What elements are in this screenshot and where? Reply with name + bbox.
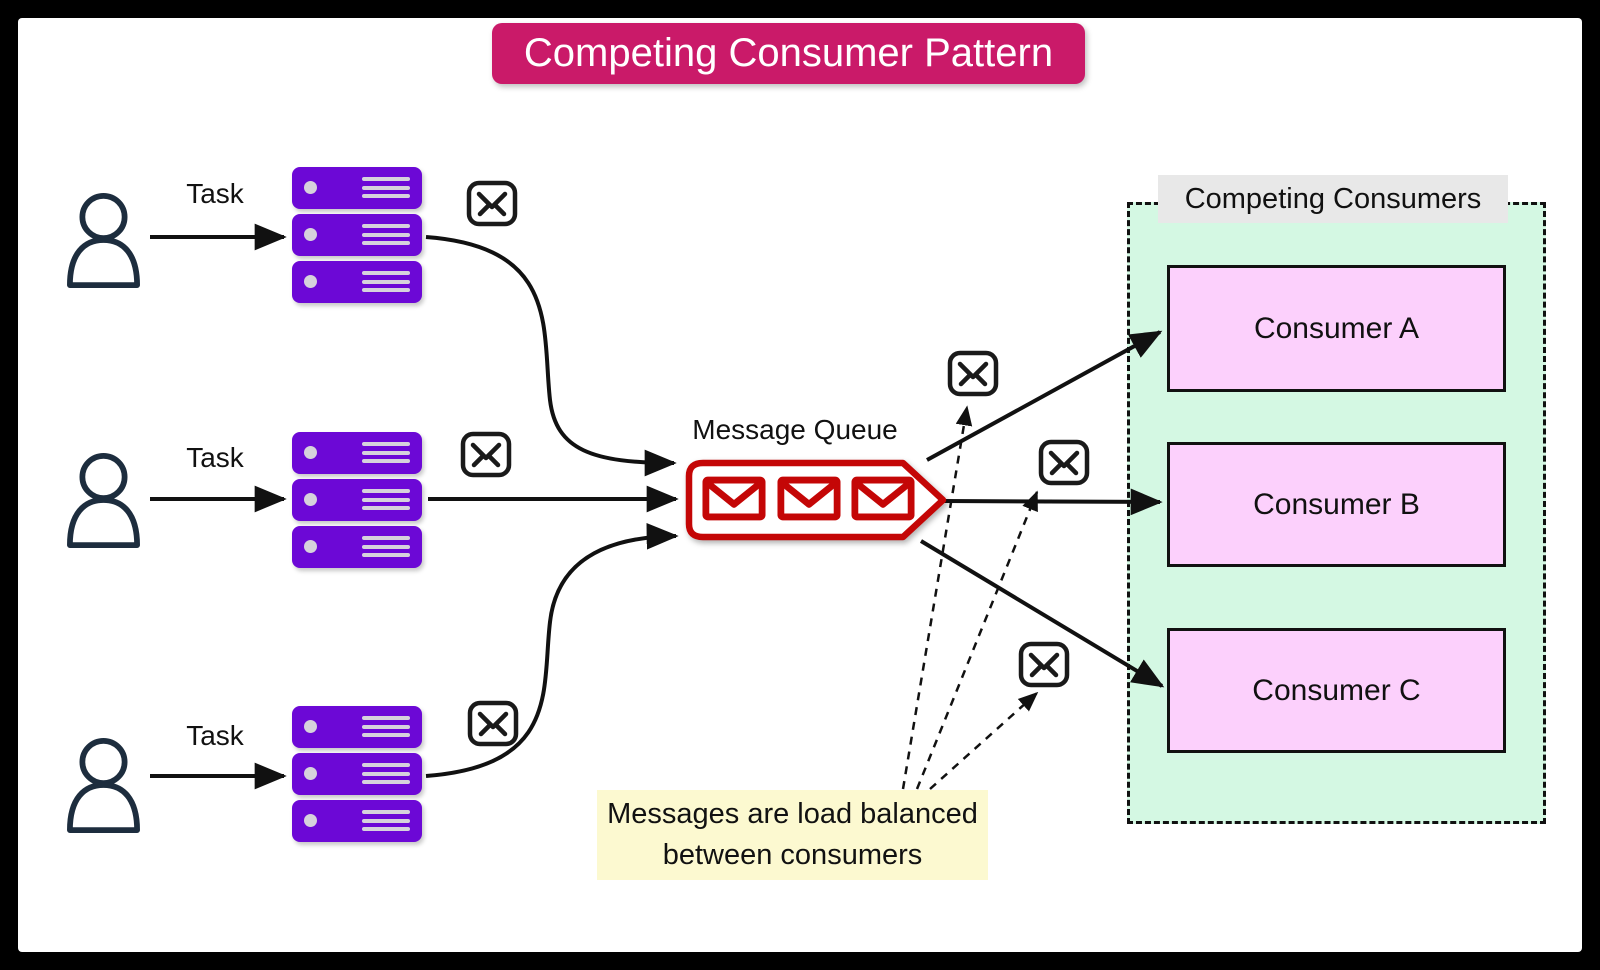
envelope-icon	[463, 434, 509, 475]
server-unit	[292, 800, 422, 842]
queue-to-consumer-a-arrow	[926, 330, 1163, 462]
server-unit	[292, 753, 422, 795]
task-label-1: Task	[186, 178, 244, 209]
server-unit	[292, 432, 422, 474]
envelope-icon	[1041, 442, 1087, 483]
consumer-b-box: Consumer B	[1167, 442, 1506, 567]
person-icon	[70, 741, 137, 830]
server-led	[304, 767, 317, 780]
consumer-c-box: Consumer C	[1167, 628, 1506, 753]
message-queue-shape	[685, 459, 947, 541]
server-led	[304, 720, 317, 733]
server-vents-icon	[362, 442, 410, 468]
server-unit	[292, 479, 422, 521]
note-arrow-1	[901, 405, 973, 790]
server-stack-1	[292, 167, 422, 308]
server-stack-3	[292, 706, 422, 847]
message-icon	[855, 480, 911, 517]
server1-to-queue-curve	[425, 235, 677, 477]
envelope-icon	[470, 703, 516, 744]
server-vents-icon	[362, 763, 410, 789]
envelope-icon	[1021, 644, 1067, 685]
person-icon	[70, 196, 137, 285]
queue-label: Message Queue	[692, 414, 898, 445]
server-unit	[292, 526, 422, 568]
server-unit	[292, 706, 422, 748]
task-label-2: Task	[186, 442, 244, 473]
server-led	[304, 181, 317, 194]
person-icon	[70, 456, 137, 545]
competing-consumers-label: Competing Consumers	[1158, 175, 1508, 223]
note-arrow-2	[915, 490, 1039, 790]
server-unit	[292, 214, 422, 256]
server-vents-icon	[362, 536, 410, 562]
message-icon	[781, 480, 837, 517]
note-arrow-3	[929, 691, 1039, 790]
consumer-a-box: Consumer A	[1167, 265, 1506, 392]
envelope-icon	[469, 183, 515, 224]
server-vents-icon	[362, 271, 410, 297]
server-led	[304, 446, 317, 459]
diagram-title: Competing Consumer Pattern	[492, 23, 1085, 84]
server-vents-icon	[362, 716, 410, 742]
server-led	[304, 540, 317, 553]
note-line-1: Messages are load balanced	[607, 798, 978, 831]
note-line-2: between consumers	[662, 839, 923, 871]
envelope-icon	[950, 353, 996, 394]
server-vents-icon	[362, 177, 410, 203]
server-unit	[292, 261, 422, 303]
server-led	[304, 814, 317, 827]
message-icon	[706, 480, 762, 517]
server-vents-icon	[362, 489, 410, 515]
queue-to-consumer-c-arrow	[919, 539, 1165, 688]
server-led	[304, 228, 317, 241]
server-stack-2	[292, 432, 422, 573]
server-unit	[292, 167, 422, 209]
server-led	[304, 275, 317, 288]
task-label-3: Task	[186, 720, 244, 751]
server-led	[304, 493, 317, 506]
server3-to-queue-curve	[425, 523, 679, 778]
diagram-canvas: Competing Consumer Pattern Task Task Tas…	[18, 18, 1582, 952]
server-vents-icon	[362, 810, 410, 836]
load-balanced-note: Messages are load balanced between consu…	[597, 790, 988, 880]
server-vents-icon	[362, 224, 410, 250]
